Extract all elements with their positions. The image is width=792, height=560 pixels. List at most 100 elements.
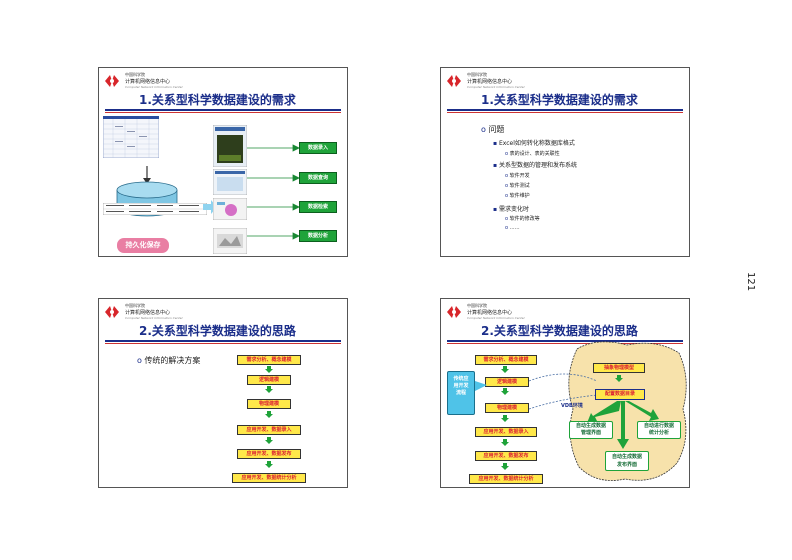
step-5: 应用开发、数据发布 <box>475 451 537 461</box>
down-arrow-icon <box>265 461 273 468</box>
down-arrow-icon <box>265 411 273 418</box>
item-7: ▪ 需求变化时 <box>493 206 529 213</box>
down-arrow-icon <box>501 415 509 422</box>
logo: 中国科学院 计算机网络信息中心 Computer Network Informa… <box>103 303 193 325</box>
logo: 中国科学院 计算机网络信息中心 Computer Network Informa… <box>445 303 535 325</box>
right-bottom-box: 自动生成数据发布界面 <box>605 451 649 471</box>
slide-2: 中国科学院 计算机网络信息中心 Computer Network Informa… <box>440 67 690 257</box>
down-arrow-icon <box>615 375 623 382</box>
circle-bullet-icon: o <box>481 125 489 134</box>
cnic-logo-icon <box>447 75 461 87</box>
cnic-logo-icon <box>447 306 461 318</box>
table-strip <box>103 203 207 215</box>
output-box-3: 数据检索 <box>299 201 337 213</box>
step-4: 应用开发、数据录入 <box>475 427 537 437</box>
down-arrow-icon <box>501 366 509 373</box>
step-3: 物理建模 <box>247 399 291 409</box>
title-rule <box>447 109 683 111</box>
step-4: 应用开发、数据录入 <box>237 425 301 435</box>
item-5: o 软件测试 <box>505 183 530 189</box>
logo-line2: 计算机网络信息中心 <box>125 310 171 316</box>
step-6: 应用开发、数据统计分析 <box>469 474 543 484</box>
logo-line1: 中国科学院 <box>125 303 145 308</box>
logo-line3: Computer Network Information Center <box>125 85 183 89</box>
logo-line1: 中国科学院 <box>467 72 487 77</box>
logo-line3: Computer Network Information Center <box>467 316 525 320</box>
slide-1: 中国科学院 计算机网络信息中心 Computer Network Informa… <box>98 67 348 257</box>
bullet-problem: o 问题 <box>481 125 505 134</box>
down-arrow-icon <box>501 463 509 470</box>
logo-line3: Computer Network Information Center <box>467 85 525 89</box>
item-9: o …… <box>505 225 520 231</box>
item-8: o 软件的修改等 <box>505 216 540 222</box>
logo-line2: 计算机网络信息中心 <box>467 310 513 316</box>
screenshot-1 <box>213 125 247 167</box>
step-6: 应用开发、数据统计分析 <box>232 473 306 483</box>
step-1: 需求分析、概念建模 <box>475 355 537 365</box>
spreadsheet-thumbnail <box>103 116 159 158</box>
circle-bullet-icon: o <box>505 216 510 222</box>
side-note: 传统应用开发流程 <box>447 371 475 415</box>
item-1: ▪ Excel如何转化称数据库格式 <box>493 140 575 147</box>
circle-bullet-icon: o <box>505 183 510 189</box>
slide-title: 2.关系型科学数据建设的思路 <box>481 324 638 338</box>
title-rule <box>105 340 341 342</box>
cnic-logo-icon <box>105 306 119 318</box>
vdb-label: VDB环境 <box>561 403 583 409</box>
title-rule-red <box>105 112 341 113</box>
slide-4: 中国科学院 计算机网络信息中心 Computer Network Informa… <box>440 298 690 488</box>
dashed-connectors <box>529 373 598 410</box>
connector-arrows <box>247 144 299 240</box>
dot-bullet-icon: ▪ <box>493 206 499 213</box>
logo: 中国科学院 计算机网络信息中心 Computer Network Informa… <box>445 72 535 94</box>
step-5: 应用开发、数据发布 <box>237 449 301 459</box>
right-mid-box: 配置数据目录 <box>595 389 645 400</box>
step-3: 物理建模 <box>485 403 529 413</box>
logo: 中国科学院 计算机网络信息中心 Computer Network Informa… <box>103 72 193 94</box>
logo-line2: 计算机网络信息中心 <box>467 79 513 85</box>
right-left-box: 自动生成数据管理界面 <box>569 421 613 439</box>
title-rule-red <box>447 343 683 344</box>
step-1: 需求分析、概念建模 <box>237 355 301 365</box>
split-arrows <box>587 401 659 449</box>
slide-title: 2.关系型科学数据建设的思路 <box>139 324 296 338</box>
step-2: 逻辑建模 <box>485 377 529 387</box>
cnic-logo-icon <box>105 75 119 87</box>
output-box-4: 数据分析 <box>299 230 337 242</box>
output-box-1: 数据录入 <box>299 142 337 154</box>
dot-bullet-icon: ▪ <box>493 162 499 169</box>
screenshot-3 <box>213 198 247 220</box>
item-3: ▪ 关系型数据的管理和发布系统 <box>493 162 577 169</box>
bullet-traditional: o 传统的解决方案 <box>137 356 201 365</box>
item-2: o 表的设计、表的关联性 <box>505 151 560 157</box>
down-arrow-icon <box>501 439 509 446</box>
item-6: o 软件维护 <box>505 193 530 199</box>
slide-title: 1.关系型科学数据建设的需求 <box>481 93 638 107</box>
screenshot-2 <box>213 169 247 195</box>
circle-bullet-icon: o <box>505 225 510 231</box>
circle-bullet-icon: o <box>137 356 145 365</box>
title-rule-red <box>105 343 341 344</box>
circle-bullet-icon: o <box>505 193 510 199</box>
circle-bullet-icon: o <box>505 151 510 157</box>
persist-label: 持久化保存 <box>117 238 169 253</box>
down-arrow-icon <box>265 386 273 393</box>
right-right-box: 自动进行数据统计分析 <box>637 421 681 439</box>
step-2: 逻辑建模 <box>247 375 291 385</box>
title-rule-red <box>447 112 683 113</box>
slide-title: 1.关系型科学数据建设的需求 <box>139 93 296 107</box>
item-4: o 软件开发 <box>505 173 530 179</box>
slide-3: 中国科学院 计算机网络信息中心 Computer Network Informa… <box>98 298 348 488</box>
down-arrow-icon <box>501 388 509 395</box>
output-box-2: 数据查询 <box>299 172 337 184</box>
title-rule <box>447 340 683 342</box>
title-rule <box>105 109 341 111</box>
logo-line3: Computer Network Information Center <box>125 316 183 320</box>
logo-line1: 中国科学院 <box>467 303 487 308</box>
logo-line2: 计算机网络信息中心 <box>125 79 171 85</box>
down-arrow-icon <box>265 437 273 444</box>
dot-bullet-icon: ▪ <box>493 140 499 147</box>
page-number: 121 <box>745 272 756 292</box>
circle-bullet-icon: o <box>505 173 510 179</box>
logo-line1: 中国科学院 <box>125 72 145 77</box>
